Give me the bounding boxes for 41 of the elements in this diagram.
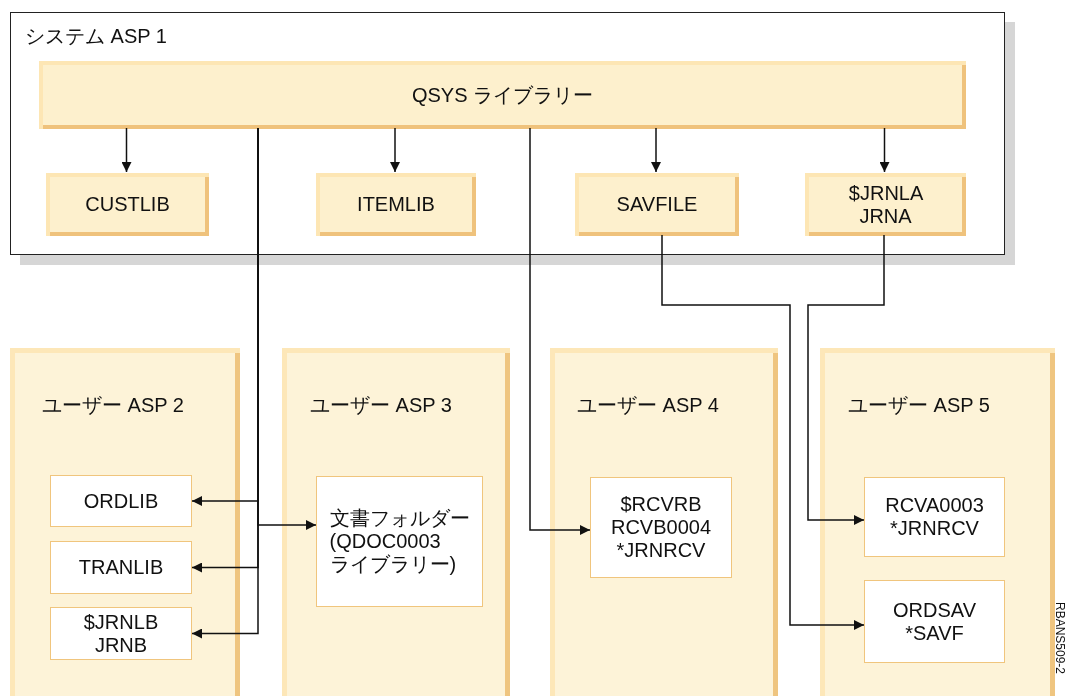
group-title: ユーザー ASP 4	[577, 393, 719, 418]
group-title: システム ASP 1	[25, 24, 167, 49]
object-box	[864, 477, 1005, 557]
group-title: ユーザー ASP 3	[310, 393, 452, 418]
user-asp-panel	[550, 348, 778, 696]
box-label: SAVFILE	[616, 193, 698, 216]
connector-arrow	[529, 127, 591, 535]
library-box	[46, 173, 209, 236]
figure-id: RBANS509-2	[1053, 602, 1067, 675]
connector-arrow	[879, 127, 890, 173]
connector-arrow	[661, 234, 865, 630]
box-label: QSYS ライブラリー	[411, 83, 594, 107]
box-label: ORDLIB	[83, 489, 159, 513]
object-box	[590, 477, 732, 578]
object-box	[50, 607, 192, 660]
library-box	[575, 173, 739, 236]
connector-arrow	[651, 127, 661, 173]
box-label: ITEMLIB	[357, 193, 435, 216]
object-box	[864, 580, 1005, 663]
box-label: RCVA0003 *JRNRCV	[885, 494, 984, 540]
group-title: ユーザー ASP 2	[42, 393, 184, 418]
user-asp-panel	[282, 348, 510, 696]
box-label: TRANLIB	[78, 556, 164, 579]
box-label: ORDSAV *SAVF	[893, 598, 976, 645]
connector-arrow	[121, 127, 132, 173]
box-label: $JRNLA JRNA	[848, 181, 923, 228]
connector-arrow	[390, 127, 400, 173]
user-asp-panel	[10, 348, 240, 696]
connector-arrow	[807, 234, 885, 525]
library-box	[805, 173, 966, 236]
library-box	[316, 173, 476, 236]
group-title: ユーザー ASP 5	[848, 393, 990, 418]
box-label: $RCVRB RCVB0004 *JRNRCV	[610, 493, 711, 562]
box-label: 文書フォルダー(QDOC0003ライブラリー)	[329, 507, 470, 576]
box-label: CUSTLIB	[85, 193, 170, 216]
object-box	[50, 475, 192, 527]
box-label: $JRNLB JRNB	[83, 610, 159, 657]
user-asp-panel	[820, 348, 1055, 696]
object-box	[50, 541, 192, 594]
library-box	[39, 61, 966, 129]
object-box	[316, 476, 483, 607]
